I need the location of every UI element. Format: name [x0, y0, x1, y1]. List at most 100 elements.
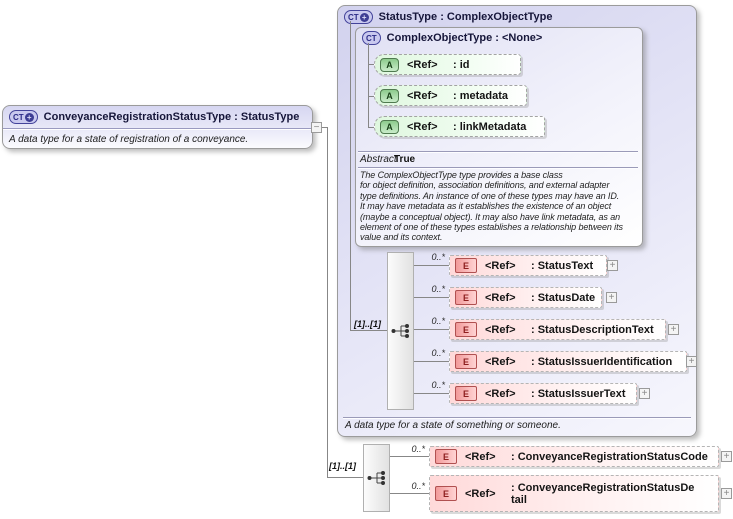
- connector-line: [414, 361, 449, 362]
- element-conveyanceregistrationstatusdetail[interactable]: E <Ref> : ConveyanceRegistrationStatusDe…: [429, 475, 719, 512]
- element-name: : StatusDate: [531, 291, 596, 304]
- occurs-label: 0..*: [431, 252, 445, 262]
- status-type-description: A data type for a state of something or …: [345, 420, 561, 431]
- sequence-icon: [367, 471, 385, 485]
- element-icon: E: [435, 486, 457, 501]
- attribute-linkmetadata[interactable]: A <Ref> : linkMetadata: [374, 116, 545, 137]
- attribute-name: : id: [453, 58, 470, 71]
- connector-line: [368, 96, 374, 97]
- plus-badge-icon: +: [24, 112, 34, 122]
- status-type-title: StatusType : ComplexObjectType: [378, 11, 553, 23]
- expand-toggle[interactable]: +: [721, 488, 732, 499]
- ct-glyph: CT: [348, 12, 359, 22]
- attribute-id[interactable]: A <Ref> : id: [374, 54, 521, 75]
- expand-toggle[interactable]: +: [721, 451, 732, 462]
- element-icon: E: [455, 290, 477, 305]
- complex-object-type-title: ComplexObjectType : <None>: [386, 32, 543, 44]
- element-statusissuertext[interactable]: E <Ref> : StatusIssuerText: [449, 383, 637, 404]
- occurs-label: 0..*: [431, 284, 445, 294]
- element-ref: <Ref>: [465, 450, 496, 463]
- connector-line: [390, 456, 429, 457]
- ct-glyph: CT: [13, 112, 24, 122]
- occurs-label: 0..*: [411, 481, 425, 491]
- attribute-icon: A: [380, 57, 399, 72]
- expand-toggle[interactable]: +: [607, 260, 618, 271]
- sequence-bar[interactable]: [363, 444, 390, 512]
- cardinality-label: [1]..[1]: [329, 461, 356, 471]
- element-icon: E: [455, 354, 477, 369]
- divider: [343, 417, 691, 419]
- element-ref: <Ref>: [485, 355, 516, 368]
- cardinality-label: [1]..[1]: [354, 319, 381, 329]
- connector-line: [350, 330, 387, 331]
- attribute-ref: <Ref>: [407, 120, 438, 133]
- occurs-label: 0..*: [431, 380, 445, 390]
- complex-type-icon: CT +: [344, 10, 373, 24]
- attribute-name: : linkMetadata: [453, 120, 527, 133]
- divider: [358, 167, 638, 169]
- attribute-name: : metadata: [453, 89, 509, 102]
- element-statusdescriptiontext[interactable]: E <Ref> : StatusDescriptionText: [449, 319, 666, 340]
- element-name: : StatusIssuerText: [531, 387, 626, 400]
- element-ref: <Ref>: [485, 259, 516, 272]
- connector-line: [368, 64, 374, 65]
- occurs-label: 0..*: [431, 348, 445, 358]
- element-name: : ConveyanceRegistrationStatusDetail: [511, 481, 695, 506]
- connector-line: [327, 127, 328, 478]
- connector-line: [390, 493, 429, 494]
- complex-object-type-header: CT ComplexObjectType : <None>: [356, 28, 642, 47]
- collapse-toggle[interactable]: −: [311, 122, 322, 133]
- occurs-label: 0..*: [431, 316, 445, 326]
- documentation-text: The ComplexObjectType type provides a ba…: [360, 170, 623, 243]
- attribute-icon: A: [380, 88, 399, 103]
- complex-type-icon: CT +: [9, 110, 38, 124]
- divider: [3, 128, 312, 130]
- connector-line: [350, 21, 351, 331]
- connector-line: [327, 477, 363, 478]
- connector-line: [414, 265, 449, 266]
- sequence-bar[interactable]: [387, 252, 414, 410]
- element-icon: E: [435, 449, 457, 464]
- derived-type-header: CT + ConveyanceRegistrationStatusType : …: [3, 106, 312, 126]
- connector-line: [322, 127, 328, 128]
- element-name: : StatusDescriptionText: [531, 323, 654, 336]
- element-icon: E: [455, 386, 477, 401]
- attribute-metadata[interactable]: A <Ref> : metadata: [374, 85, 527, 106]
- expand-toggle[interactable]: +: [639, 388, 650, 399]
- occurs-label: 0..*: [411, 444, 425, 454]
- connector-line: [414, 297, 449, 298]
- element-icon: E: [455, 258, 477, 273]
- element-statusdate[interactable]: E <Ref> : StatusDate: [449, 287, 602, 308]
- expand-toggle[interactable]: +: [606, 292, 617, 303]
- divider: [358, 151, 638, 153]
- connector-line: [414, 393, 449, 394]
- element-name: : StatusText: [531, 259, 594, 272]
- element-conveyanceregistrationstatuscode[interactable]: E <Ref> : ConveyanceRegistrationStatusCo…: [429, 446, 719, 467]
- derived-type-description: A data type for a state of registration …: [9, 134, 249, 145]
- attribute-ref: <Ref>: [407, 58, 438, 71]
- element-icon: E: [455, 322, 477, 337]
- abstract-label: Abstract: [360, 154, 397, 165]
- element-name: : ConveyanceRegistrationStatusCode: [511, 450, 708, 463]
- derived-type-title: ConveyanceRegistrationStatusType : Statu…: [43, 111, 300, 123]
- attribute-icon: A: [380, 119, 399, 134]
- expand-toggle[interactable]: +: [686, 356, 697, 367]
- ct-glyph: CT: [366, 33, 377, 43]
- element-ref: <Ref>: [485, 387, 516, 400]
- expand-toggle[interactable]: +: [668, 324, 679, 335]
- element-ref: <Ref>: [485, 323, 516, 336]
- connector-line: [414, 329, 449, 330]
- element-ref: <Ref>: [465, 487, 496, 500]
- element-ref: <Ref>: [485, 291, 516, 304]
- sequence-icon: [391, 324, 409, 338]
- element-name: : StatusIssuerIdentification: [531, 355, 673, 368]
- status-type-header: CT + StatusType : ComplexObjectType: [338, 6, 696, 26]
- attribute-ref: <Ref>: [407, 89, 438, 102]
- element-statusissueridentification[interactable]: E <Ref> : StatusIssuerIdentification: [449, 351, 687, 372]
- connector-line: [368, 43, 369, 128]
- element-statustext[interactable]: E <Ref> : StatusText: [449, 255, 607, 276]
- derived-type-box: CT + ConveyanceRegistrationStatusType : …: [2, 105, 313, 149]
- abstract-value: True: [394, 154, 416, 165]
- connector-line: [368, 127, 374, 128]
